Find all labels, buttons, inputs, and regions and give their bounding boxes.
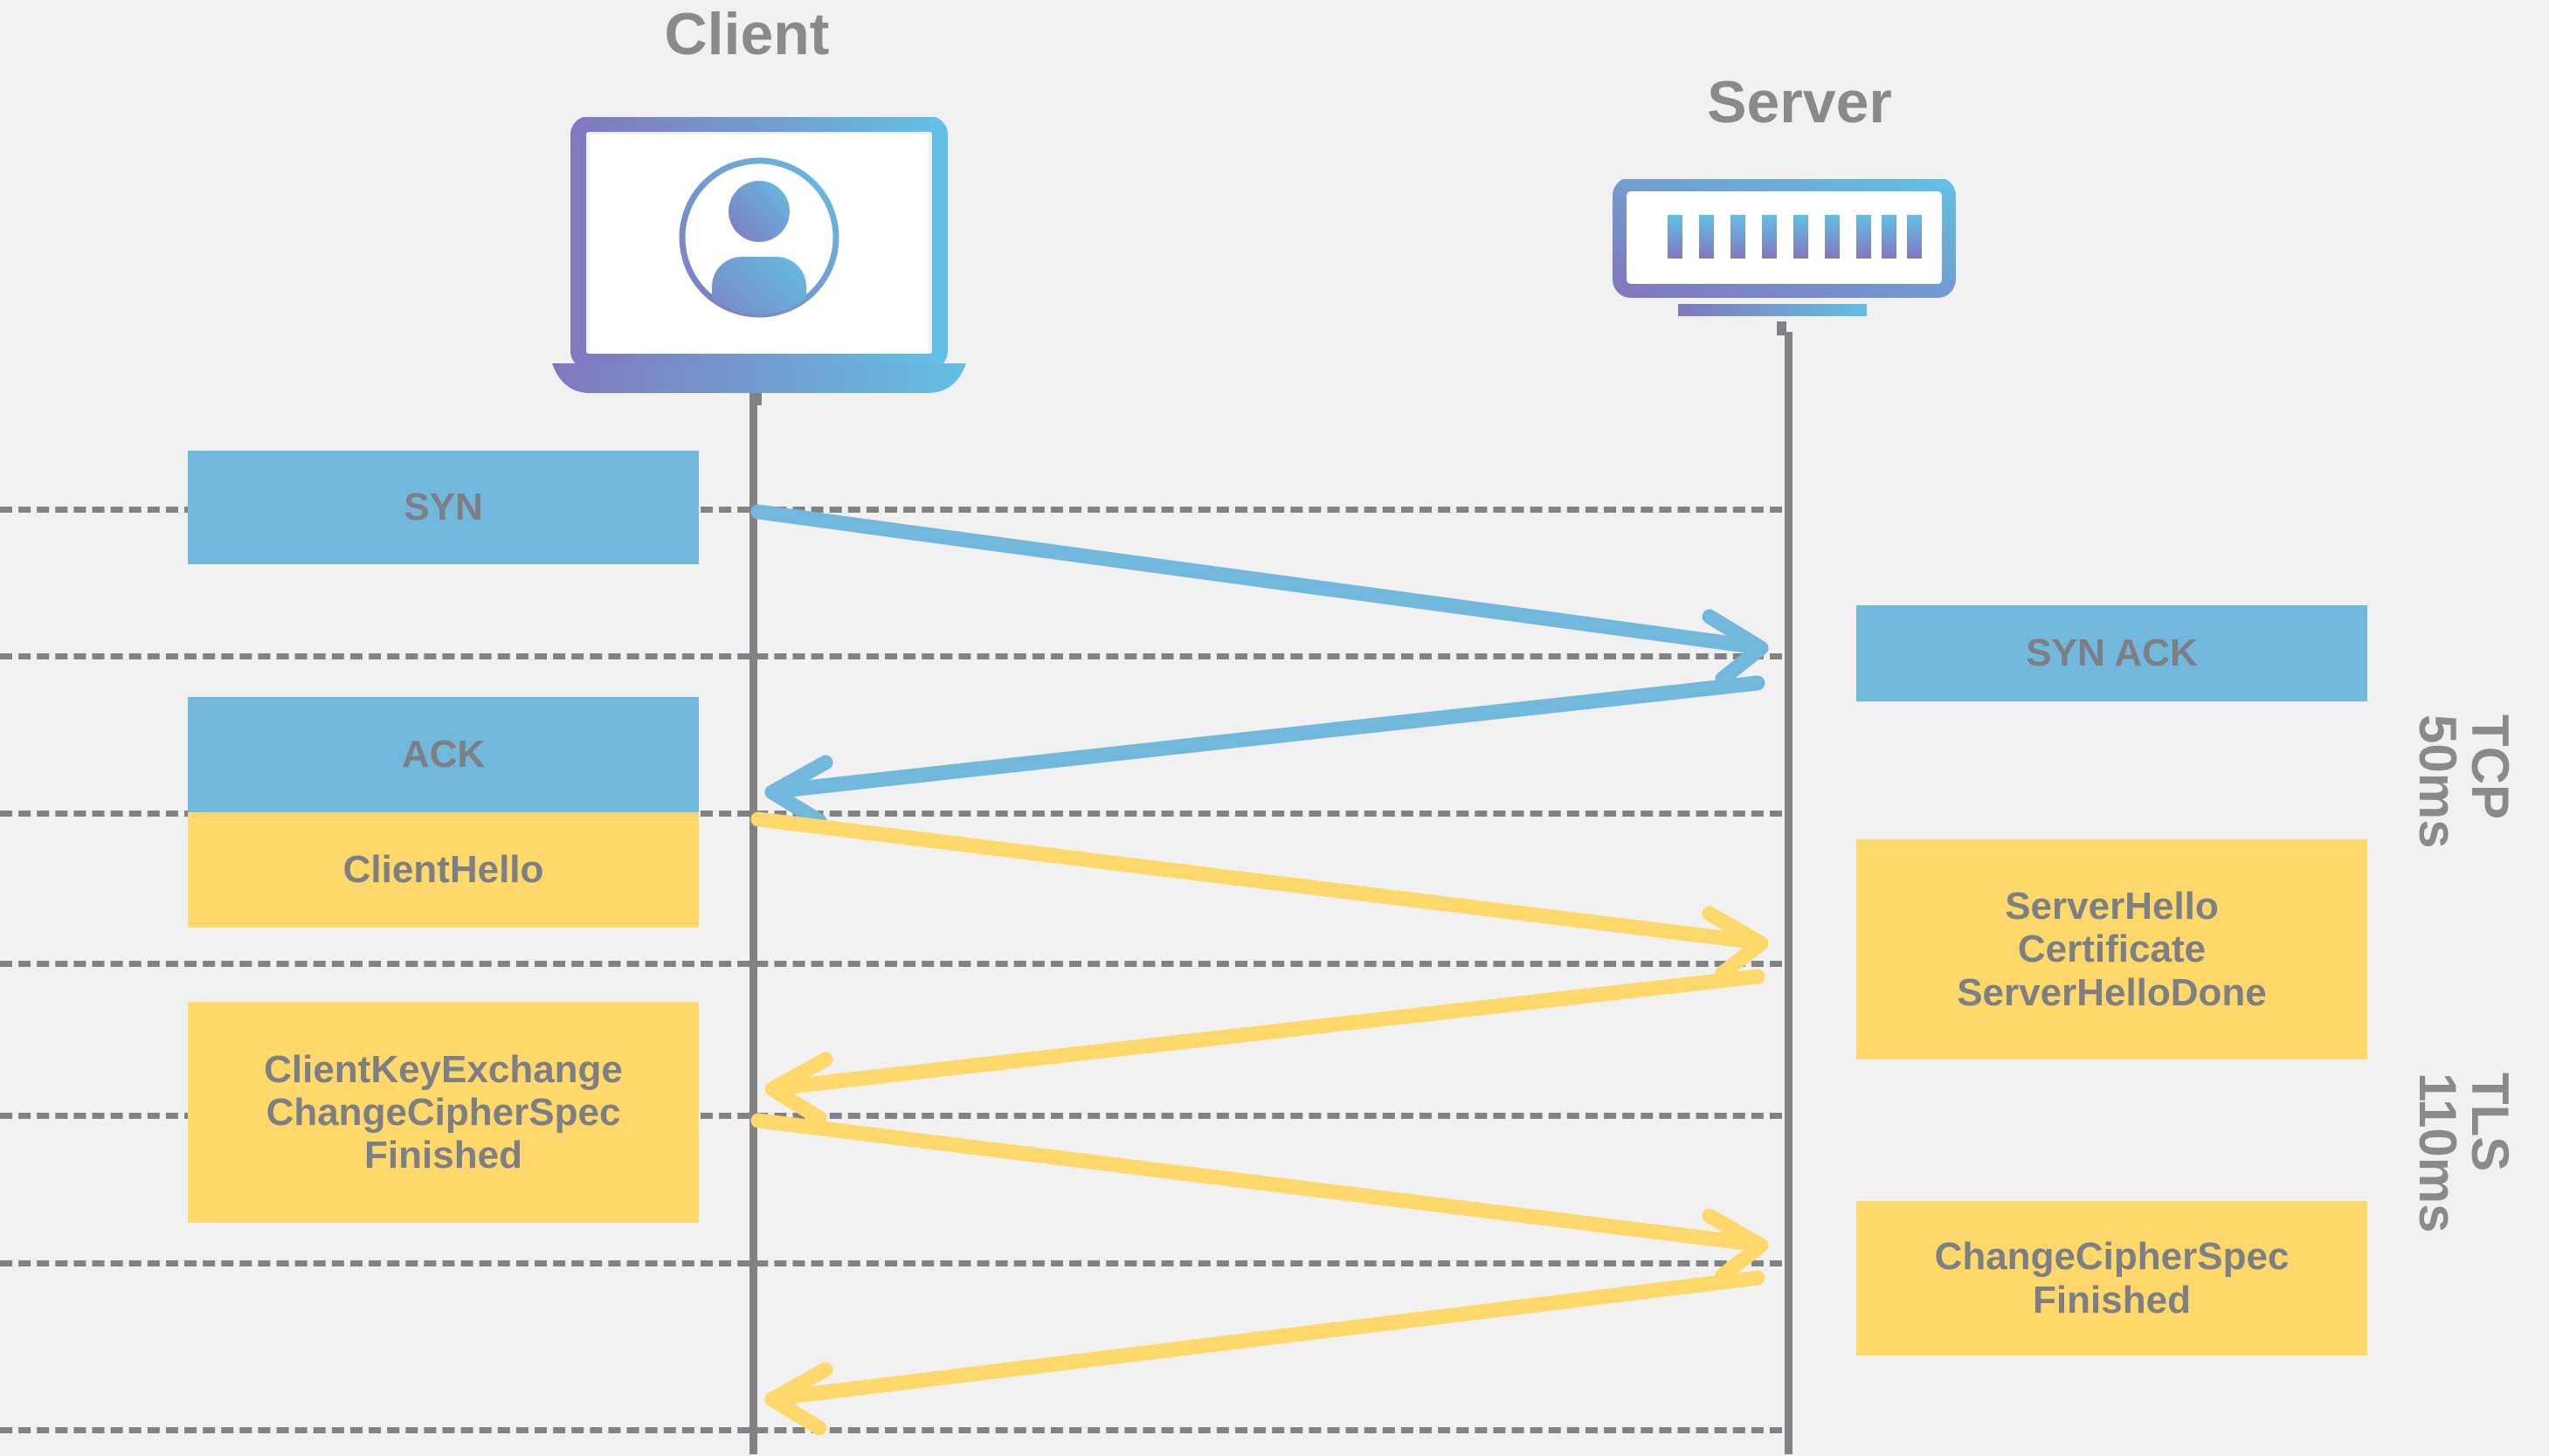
message-box-ack[interactable]: ACK: [188, 697, 699, 812]
time-separator-6: [0, 1260, 1782, 1266]
arrow-changecipherspec-finished: [764, 1270, 1765, 1436]
server-lifeline: [1785, 332, 1793, 1454]
message-box-clientkeyexchange[interactable]: ClientKeyExchange ChangeCipherSpec Finis…: [188, 1002, 699, 1223]
phase-duration: 110ms: [2408, 1073, 2467, 1233]
time-separator-7: [0, 1427, 1782, 1433]
message-label: SYN ACK: [2026, 631, 2198, 675]
time-separator-4: [0, 961, 1782, 967]
message-label: SYN: [404, 486, 483, 529]
message-label-line-3: Finished: [364, 1134, 522, 1177]
phase-duration: 50ms: [2408, 714, 2467, 849]
phase-name: TCP: [2461, 714, 2519, 819]
message-label-line-1: ChangeCipherSpec: [1934, 1235, 2290, 1279]
phase-name: TLS: [2461, 1073, 2519, 1172]
arrow-clienthello: [750, 811, 1769, 981]
message-label-line-3: ServerHelloDone: [1957, 970, 2267, 1014]
time-separator-2: [0, 653, 1782, 659]
client-title: Client: [664, 1, 830, 67]
server-title: Server: [1707, 69, 1892, 135]
message-box-clienthello[interactable]: ClientHello: [188, 812, 699, 928]
message-box-serverhello[interactable]: ServerHello Certificate ServerHelloDone: [1856, 839, 2367, 1059]
message-box-syn[interactable]: SYN: [188, 451, 699, 564]
arrow-syn-ack: [764, 675, 1765, 829]
message-label-line-1: ClientKeyExchange: [264, 1047, 623, 1091]
message-label-line-1: ServerHello: [2005, 885, 2219, 928]
message-label: ACK: [401, 733, 486, 776]
arrow-clientkeyexchange: [750, 1113, 1769, 1283]
arrow-serverhello: [764, 969, 1765, 1126]
message-label-line-2: Finished: [2033, 1278, 2191, 1321]
laptop-user-icon: [552, 117, 966, 405]
message-label-line-2: Certificate: [2017, 928, 2207, 971]
phase-label-tcp: TCP 50ms: [2408, 714, 2519, 849]
message-label-line-2: ChangeCipherSpec: [266, 1090, 621, 1134]
client-lifeline: [750, 393, 757, 1454]
message-box-syn-ack[interactable]: SYN ACK: [1856, 605, 2367, 701]
server-rack-icon: [1613, 179, 1956, 335]
message-box-changecipherspec-finished[interactable]: ChangeCipherSpec Finished: [1856, 1201, 2367, 1356]
message-label: ClientHello: [342, 848, 544, 892]
phase-label-tls: TLS 110ms: [2408, 1073, 2519, 1233]
